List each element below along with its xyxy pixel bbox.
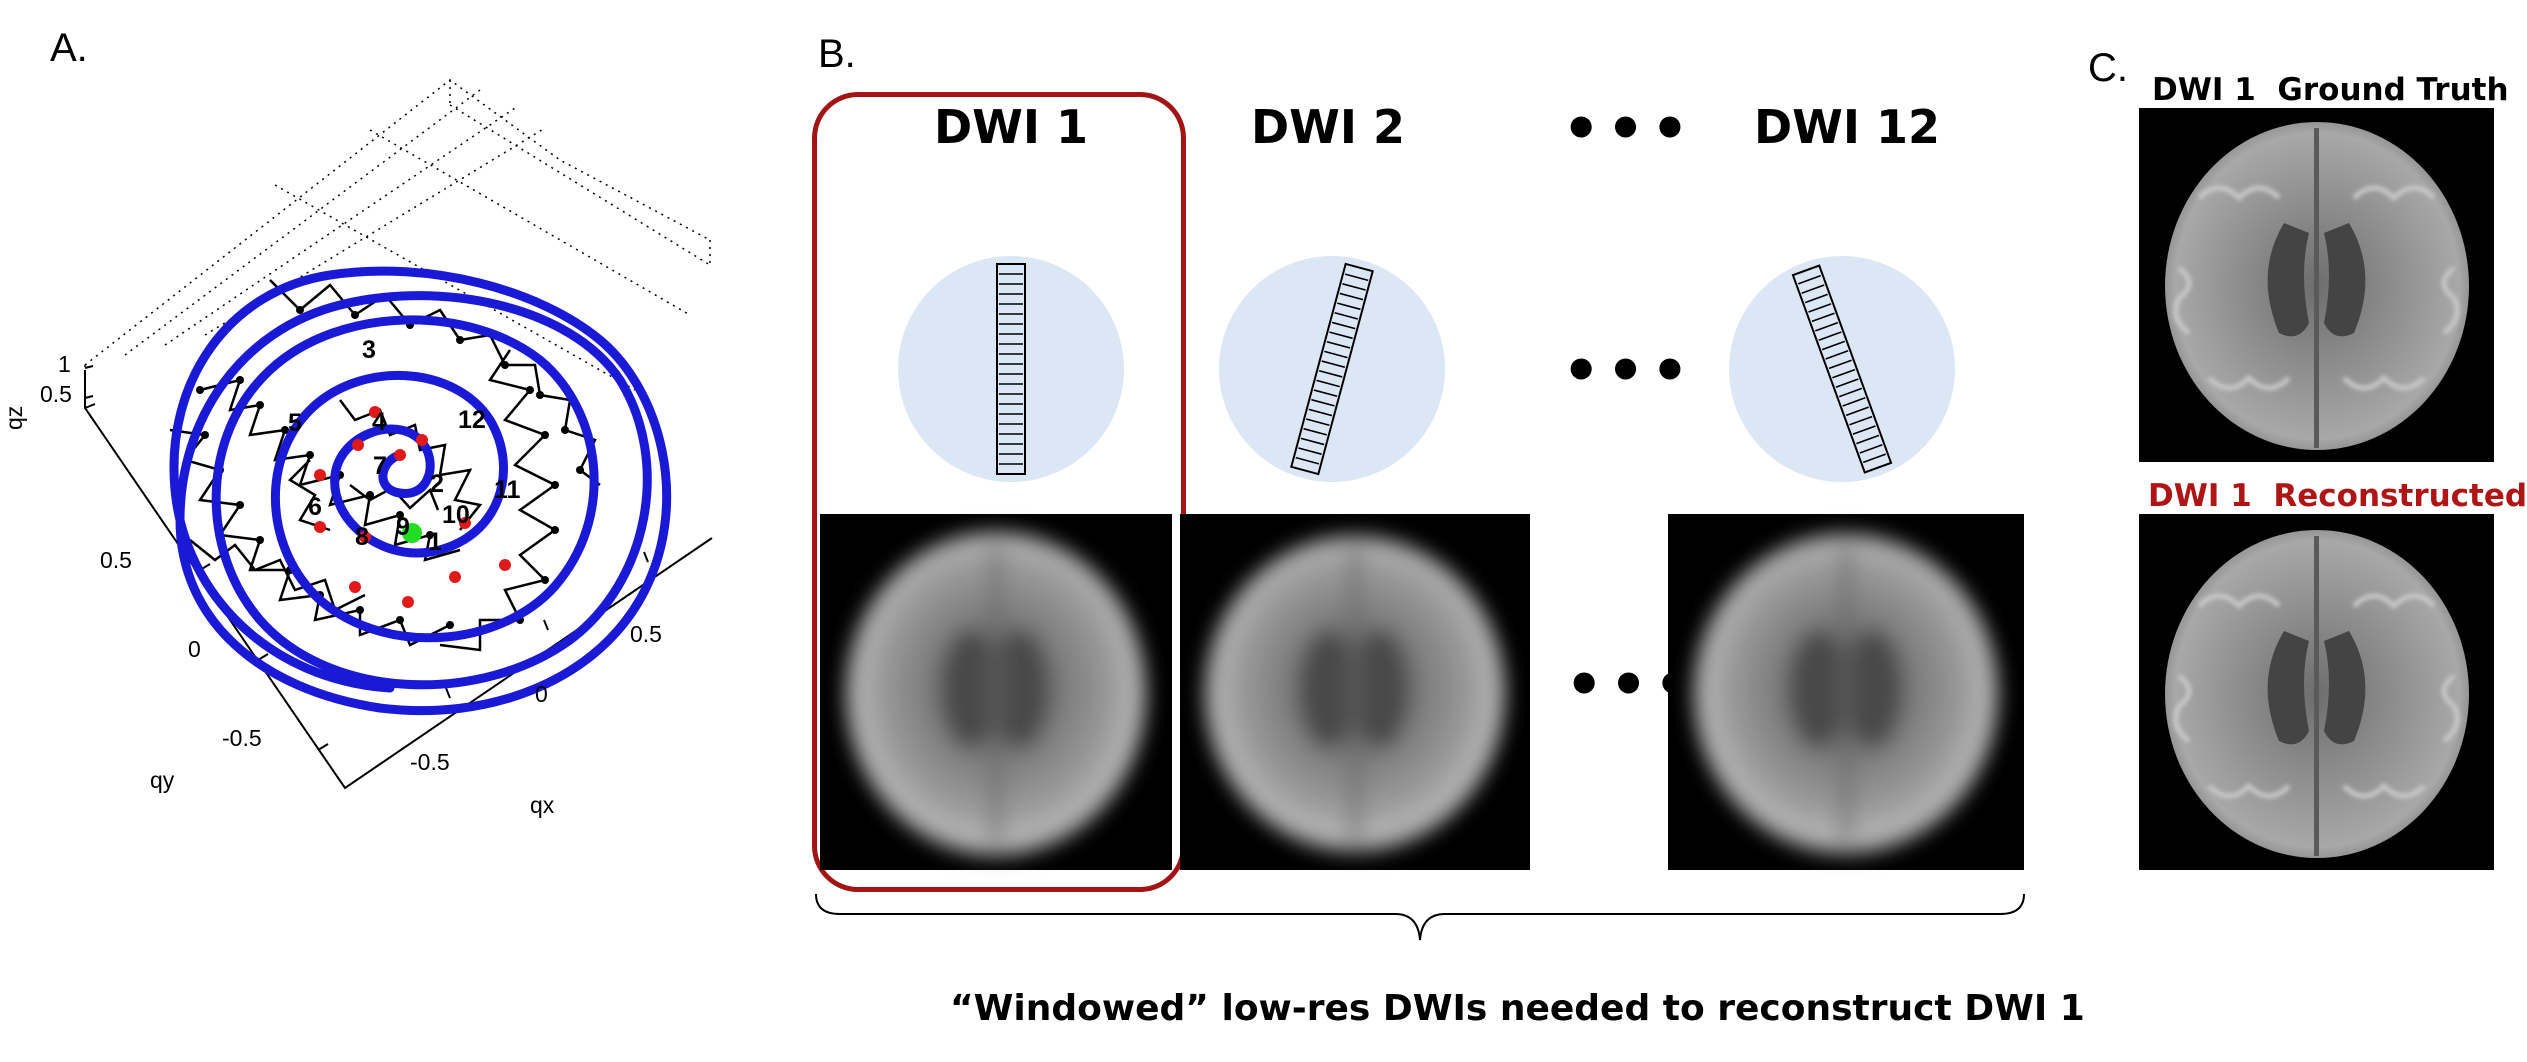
qy-tick-neg0_5: -0.5 xyxy=(222,725,262,751)
qz-tick-0_5: 0.5 xyxy=(40,381,72,407)
kspace-blade-dwi1 xyxy=(898,256,1124,482)
point-label-11: 11 xyxy=(494,476,521,504)
point-label-7: 7 xyxy=(373,452,387,480)
point-label-12: 12 xyxy=(458,406,486,434)
qx-tick-0: 0 xyxy=(535,681,548,707)
dwi1-highlight-box xyxy=(812,92,1186,892)
qz-tick-1: 1 xyxy=(58,351,71,377)
panel-b-label: B. xyxy=(818,32,856,76)
plot-box-grid xyxy=(84,79,711,391)
ground-truth-title: DWI 1 Ground Truth xyxy=(2152,72,2509,108)
qx-tick-0_5: 0.5 xyxy=(630,621,662,647)
point-label-10: 10 xyxy=(442,501,470,529)
grouping-brace xyxy=(815,893,2025,941)
ground-truth-image xyxy=(2139,108,2494,462)
qy-axis-label: qy xyxy=(150,767,175,793)
qy-tick-0_5: 0.5 xyxy=(100,547,132,573)
point-label-2: 2 xyxy=(430,470,444,498)
lowres-dwi1-image xyxy=(820,514,1172,870)
dwi12-title: DWI 12 xyxy=(1753,100,1941,154)
panel-a-label: A. xyxy=(50,26,88,70)
point-label-8: 8 xyxy=(355,523,369,551)
point-label-9: 9 xyxy=(396,513,410,541)
panel-c-label: C. xyxy=(2088,46,2128,90)
qy-tick-0: 0 xyxy=(188,636,201,662)
ellipsis-kspace: ••• xyxy=(1562,336,1696,406)
sample-points xyxy=(314,406,511,608)
dwi2-title: DWI 2 xyxy=(1250,100,1406,154)
lowres-dwi2-image xyxy=(1180,514,1530,870)
point-label-6: 6 xyxy=(308,493,322,521)
qx-axis-label: qx xyxy=(530,792,555,818)
panel-b-caption: “Windowed” low-res DWIs needed to recons… xyxy=(950,988,2085,1029)
lowres-dwi12-image xyxy=(1668,514,2024,870)
qspace-spiral-plot: 1 2 3 4 5 6 7 8 9 10 11 12 qz 1 0.5 0.5 … xyxy=(1,79,713,818)
qx-tick-neg0_5: -0.5 xyxy=(410,749,450,775)
point-label-5: 5 xyxy=(288,409,302,437)
point-label-1: 1 xyxy=(428,528,442,556)
center-point xyxy=(402,523,422,543)
qz-axis-label: qz xyxy=(1,406,27,430)
point-label-4: 4 xyxy=(372,408,386,436)
ellipsis-titles: ••• xyxy=(1562,94,1696,164)
point-label-3: 3 xyxy=(362,336,376,364)
kspace-blade-dwi2 xyxy=(1219,256,1445,482)
reconstructed-title: DWI 1 Reconstructed xyxy=(2148,478,2527,514)
kspace-blade-dwi12 xyxy=(1729,256,1955,482)
dwi1-title: DWI 1 xyxy=(933,100,1089,154)
reconstructed-image xyxy=(2139,514,2494,870)
blue-spiral xyxy=(169,266,672,716)
